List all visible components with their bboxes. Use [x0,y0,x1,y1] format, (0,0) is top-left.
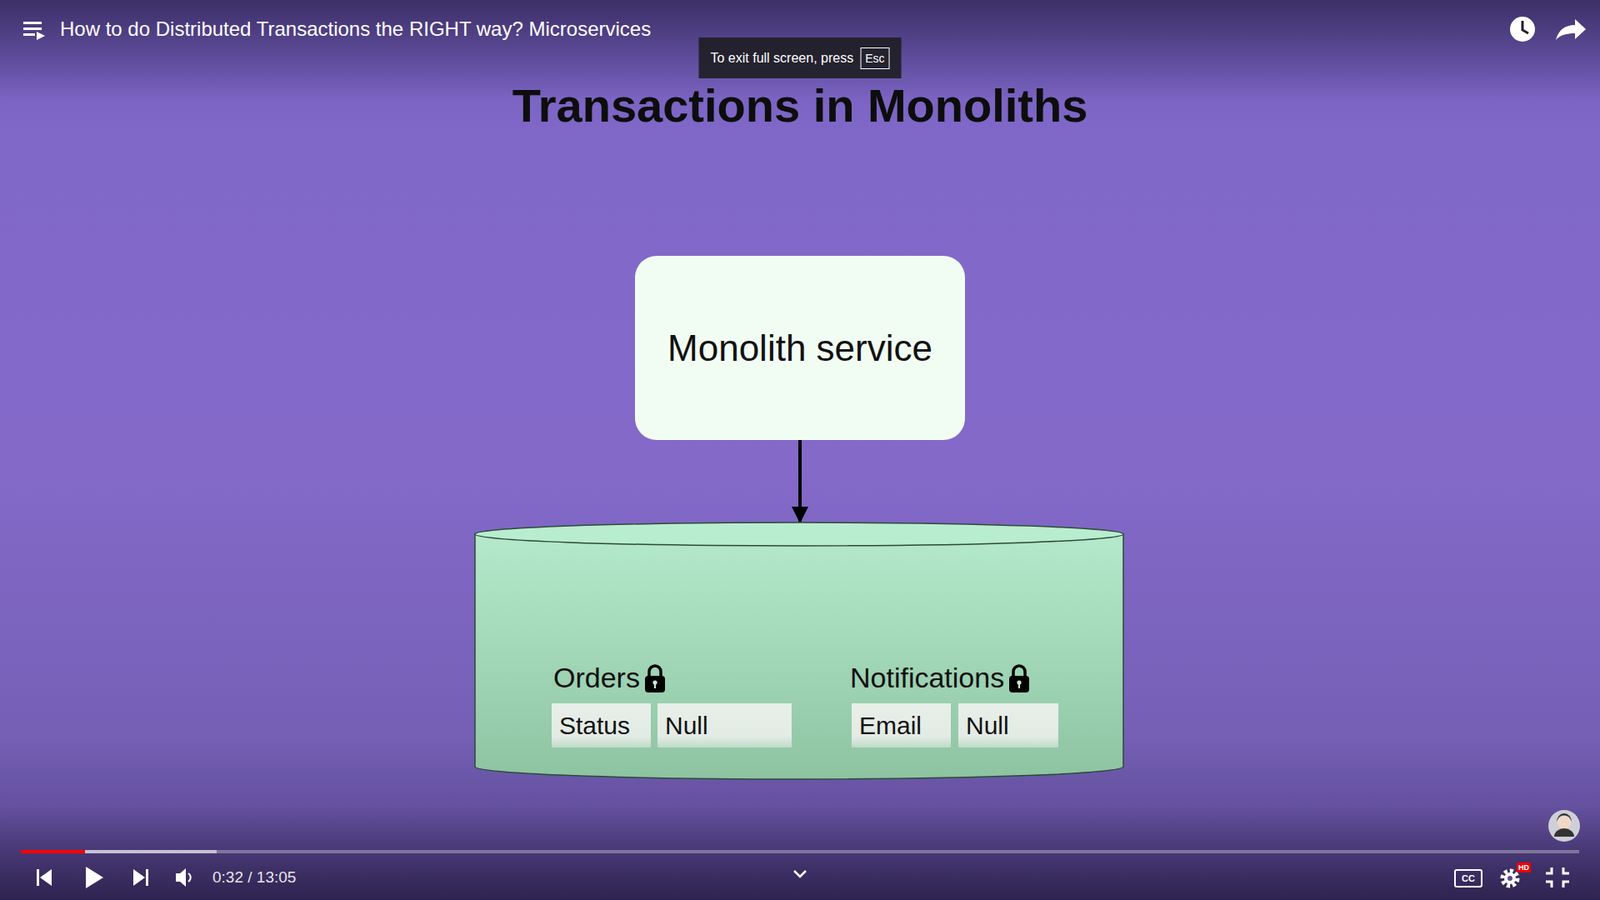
table-name: Orders [553,661,640,695]
table-name: Notifications [850,661,1005,695]
lock-icon [1007,663,1031,694]
table-cell: Null [657,703,792,748]
progress-played [20,850,85,854]
hd-badge: HD [1516,862,1531,873]
captions-button: CC [1454,869,1483,888]
share-icon [1555,19,1586,40]
time-display: 0:32 / 13:05 [212,868,296,887]
lock-shape [1009,665,1030,693]
cell-text: Null [965,711,1010,740]
volume-icon [175,868,191,887]
fullscreen-toast: To exit full screen, press Esc [699,37,902,79]
database-cylinder: Status Null Email Null Orders Notifications [474,521,1125,780]
fullscreen-exit-icon [1545,867,1570,888]
box-label: Monolith service [667,327,933,370]
cell-text: Status [559,711,630,740]
previous-icon [36,869,52,886]
table-cell: Status [551,703,651,748]
progress-track [20,850,1580,854]
bottom-shade [0,808,1600,900]
cylinder-body [475,534,1124,780]
key-cap: Esc [860,47,890,70]
lock-shape [645,665,665,693]
cell-text: Null [665,711,709,740]
cylinder-top [475,522,1124,546]
table-cell: Null [958,703,1059,748]
chevron-icon [794,870,806,877]
avatar-icon [1548,810,1580,842]
table-cell: Email [851,703,951,748]
connector-arrow [798,440,802,522]
video-title: How to do Distributed Transactions the R… [60,17,651,41]
progress-buffer [20,850,217,854]
lock-icon [643,663,667,694]
playlist-icon [23,21,45,40]
next-icon [133,869,149,886]
table-heading: Orders [553,661,667,695]
play-icon [85,866,104,889]
slide-title: Transactions in Monoliths [0,80,1600,132]
settings-icon [1502,870,1518,886]
process-box: Monolith service [635,255,965,440]
toast-text: To exit full screen, press [710,50,855,66]
table-heading: Notifications [850,661,1031,695]
clock-icon [1510,16,1535,42]
cell-text: Email [859,711,922,740]
